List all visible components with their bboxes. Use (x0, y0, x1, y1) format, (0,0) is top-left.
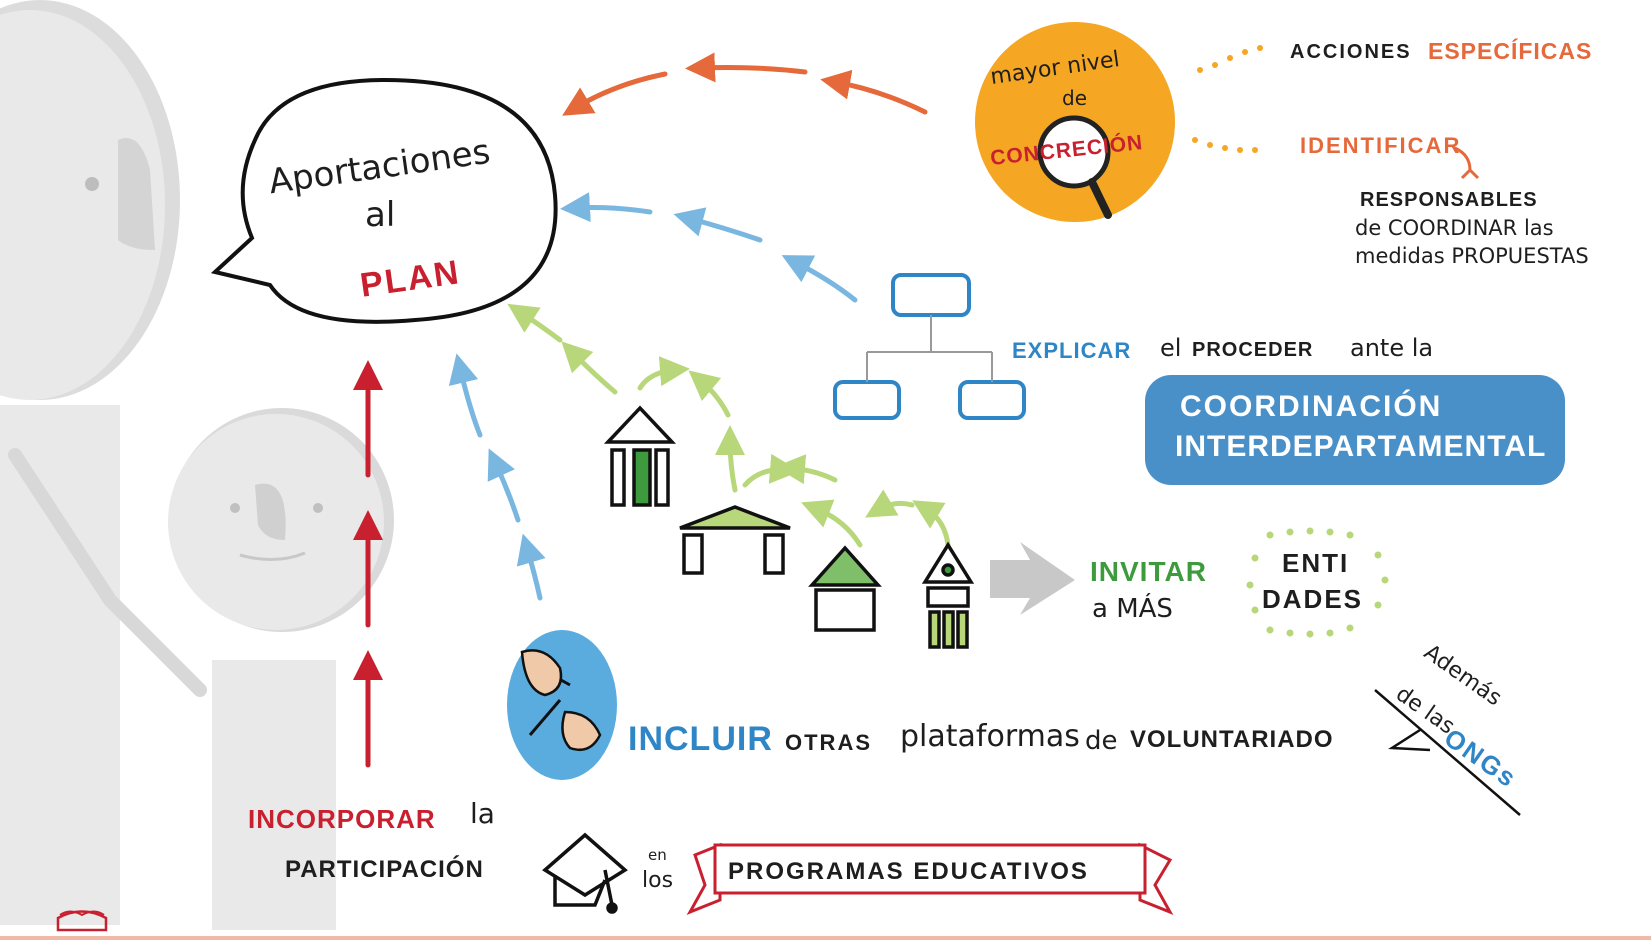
invitar-verb: INVITAR (1090, 556, 1207, 587)
incluir-otras: OTRAS (785, 730, 872, 755)
dotted-connectors (1192, 45, 1263, 153)
explicar-el: el (1160, 334, 1182, 362)
incorporar-en: en (648, 846, 667, 864)
hands-circle (507, 630, 617, 780)
explicar-proceder: PROCEDER (1192, 339, 1314, 361)
small-figure (168, 408, 394, 930)
incluir-voluntariado: VOLUNTARIADO (1130, 726, 1334, 753)
incorporar-los: los (642, 868, 674, 893)
banner-text: PROGRAMAS EDUCATIVOS (728, 858, 1089, 885)
acciones-word1: ACCIONES (1290, 41, 1412, 63)
incorporar-line2: PARTICIPACIÓN (285, 856, 484, 883)
banner (686, 842, 1174, 915)
acciones-word2: ESPECÍFICAS (1428, 38, 1593, 64)
identificar-line3: medidas PROPUESTAS (1355, 244, 1589, 268)
orange-arrows (562, 52, 928, 116)
entidades-line2: DADES (1262, 584, 1364, 614)
graduation-cap-icon (542, 832, 628, 914)
blue-arrows-lower (448, 353, 546, 601)
ongs-pointer (1374, 689, 1521, 816)
identificar-line2: de COORDINAR las (1355, 216, 1554, 240)
incluir-de: de (1085, 726, 1118, 756)
bottom-rule (0, 936, 1651, 940)
grey-double-arrow (990, 542, 1075, 615)
concrecion-circle (975, 22, 1175, 222)
identificar-verb: IDENTIFICAR (1300, 133, 1462, 158)
hook-arrow (1454, 146, 1480, 180)
speech-bubble (210, 77, 558, 324)
coordinacion-line2: INTERDEPARTAMENTAL (1175, 430, 1547, 463)
explicar-ante: ante la (1350, 334, 1434, 362)
explicar-verb: EXPLICAR (1012, 338, 1132, 363)
coordinacion-line1: COORDINACIÓN (1180, 390, 1443, 423)
building-icons (603, 405, 975, 649)
concrecion-line2: de (1062, 86, 1087, 110)
incluir-verb: INCLUIR (628, 720, 773, 758)
org-chart-icon (833, 273, 1026, 420)
entidades-dots (1246, 527, 1389, 638)
bubble-al: al (365, 195, 396, 235)
coordinacion-box (1145, 375, 1565, 485)
entidades-line1: ENTI (1282, 548, 1350, 578)
incluir-plataformas: plataformas (900, 719, 1080, 754)
big-figure (0, 0, 207, 925)
identificar-line1: RESPONSABLES (1360, 189, 1538, 211)
green-arrows (507, 303, 951, 548)
invitar-line2: a MÁS (1092, 594, 1173, 624)
incorporar-verb: INCORPORAR (248, 804, 436, 834)
crown-logo (56, 910, 108, 932)
incorporar-la: la (470, 797, 495, 830)
blue-arrows-upper (560, 192, 858, 303)
